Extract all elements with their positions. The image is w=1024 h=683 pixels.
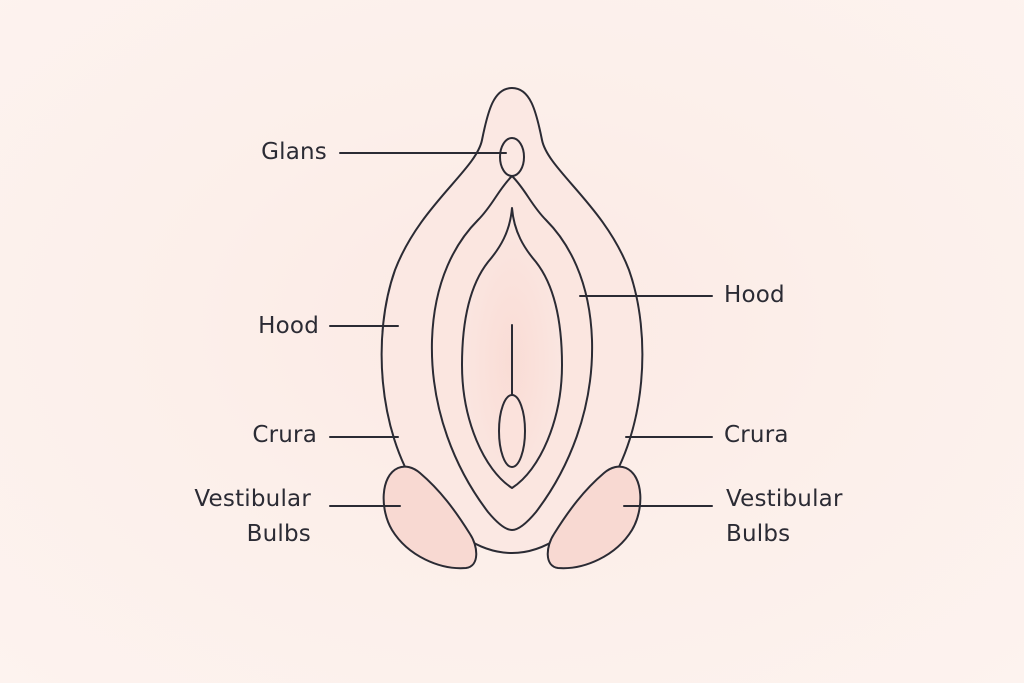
label-hood-left: Hood [258,313,319,339]
glans-shape [499,137,525,177]
label-crura-left: Crura [252,422,317,448]
vestibular-bulb-right-shape [546,465,642,570]
label-vestibular-bulbs-right: Vestibular Bulbs [726,486,843,547]
label-hood-right: Hood [724,282,785,308]
vestibular-bulb-left-shape [382,465,478,570]
opening-shape [498,394,526,468]
label-vestibular-bulbs-left: Vestibular Bulbs [194,486,311,547]
label-crura-right: Crura [724,422,789,448]
label-glans: Glans [261,139,327,165]
